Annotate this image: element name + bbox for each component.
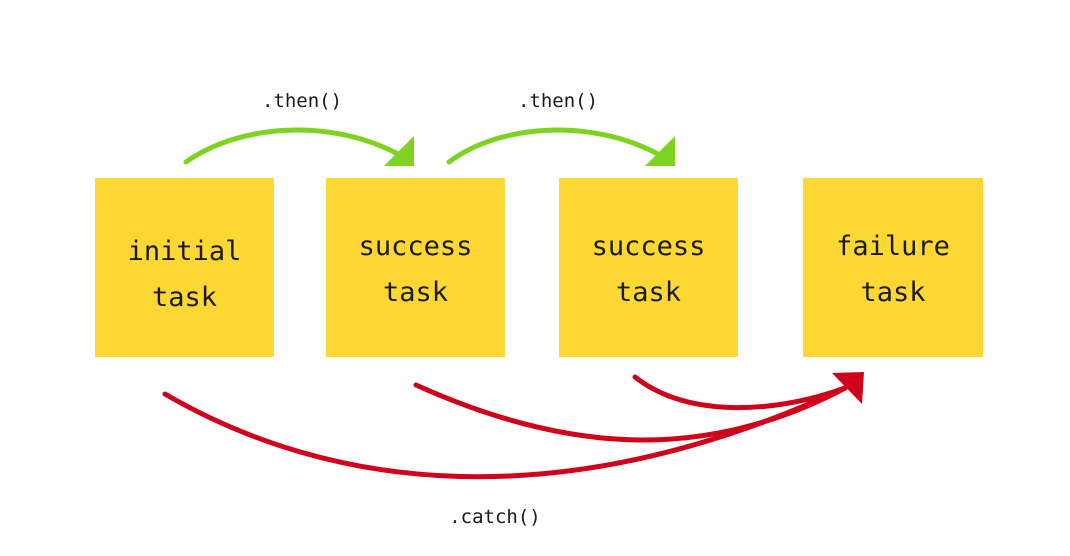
node-initial-line1: initial (128, 236, 242, 267)
node-initial-task: initial task (95, 178, 274, 357)
node-failure-line2: task (860, 277, 925, 308)
node-success-task-2: success task (559, 178, 738, 357)
node-success1-line1: success (359, 231, 473, 262)
then-label-2: .then() (518, 90, 598, 112)
node-failure-task: failure task (803, 178, 983, 357)
then-label-1: .then() (262, 90, 342, 112)
catch-arrow-from-initial (162, 385, 848, 480)
catch-label: .catch() (449, 506, 541, 528)
then-arrow-2 (446, 127, 675, 166)
node-success1-line2: task (383, 277, 448, 308)
node-failure-line1: failure (836, 231, 950, 262)
catch-arrow-from-success-1 (413, 382, 848, 443)
catch-arrowhead (832, 372, 864, 404)
node-success2-line2: task (616, 277, 681, 308)
then-arrow-1 (183, 127, 414, 166)
node-initial-line2: task (152, 282, 217, 313)
node-success2-line1: success (592, 231, 706, 262)
catch-arrow-from-success-2 (632, 374, 848, 411)
node-success-task-1: success task (326, 178, 505, 357)
